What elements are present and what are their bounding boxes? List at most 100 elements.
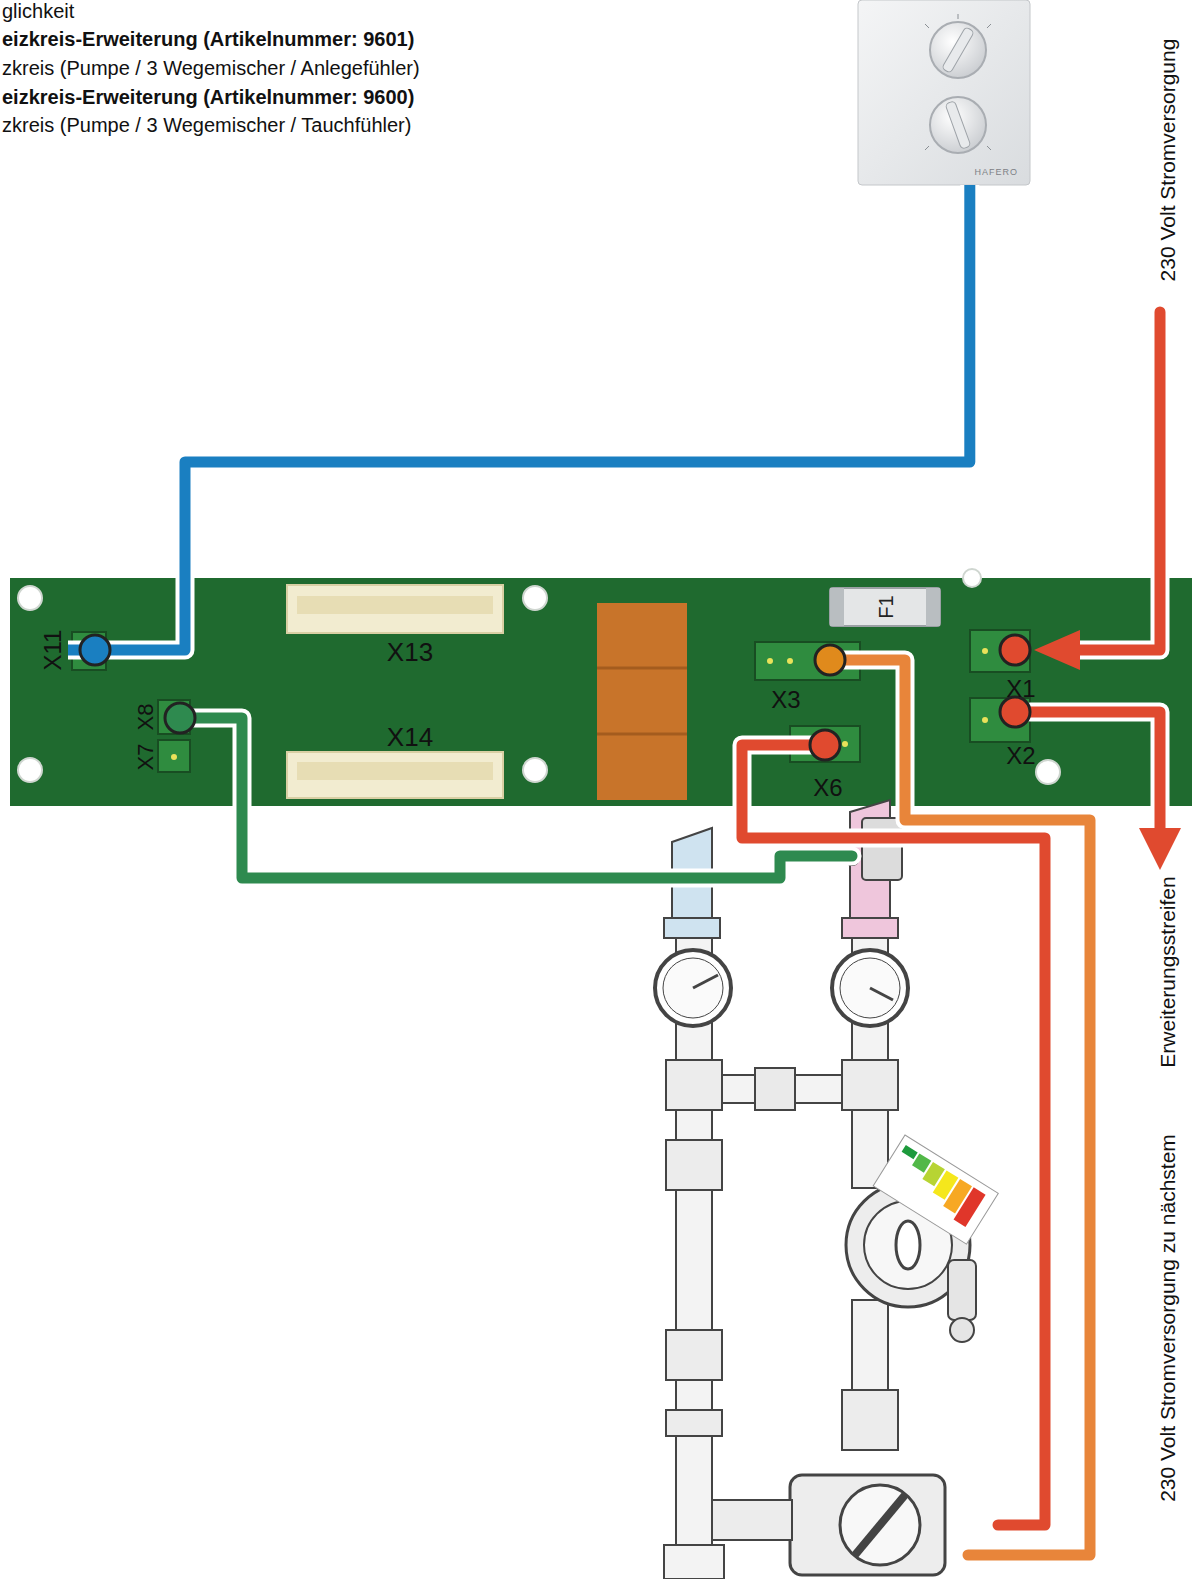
drawing-part <box>790 1475 945 1575</box>
drawing-part <box>987 24 991 28</box>
wire-note: 230 Volt Stromversorgung zu nächstem <box>1156 1134 1179 1502</box>
drawing-part <box>842 1390 898 1450</box>
drawing-part <box>663 958 723 1018</box>
drawing-part <box>597 667 687 670</box>
wires <box>180 312 1181 1555</box>
drawing-part <box>18 586 42 610</box>
wire-note: 230 Volt Stromversorgung <box>1156 39 1179 282</box>
drawing-part <box>925 146 929 150</box>
drawing-part <box>954 1187 986 1227</box>
drawing-part <box>287 752 503 798</box>
drawing-part <box>297 762 493 780</box>
drawing-part <box>742 745 1045 1525</box>
drawing-part <box>666 1410 722 1436</box>
drawing-part <box>852 1300 888 1390</box>
connector-terminal: X11 <box>38 624 68 676</box>
drawing-part <box>742 745 1045 1525</box>
drawing-part <box>1078 312 1160 650</box>
connector-label: X11 <box>39 630 67 671</box>
drawing-part <box>815 645 845 675</box>
drawing-part <box>858 0 1030 185</box>
part-label: X13 <box>387 638 433 667</box>
drawing-part <box>855 1495 905 1555</box>
drawing-part <box>830 588 844 626</box>
drawing-part <box>664 1545 724 1579</box>
drawing-part <box>902 1145 918 1159</box>
drawing-part <box>942 27 975 74</box>
part-label: X6 <box>813 775 842 801</box>
drawing-part <box>666 1330 722 1380</box>
heading-text: glichkeit <box>2 0 74 22</box>
drawing-part <box>676 938 712 1548</box>
drawing-part <box>1139 828 1181 870</box>
drawing-part <box>712 1500 792 1540</box>
part-label: X7 <box>134 744 158 771</box>
drawing-part <box>873 1135 998 1244</box>
heading-text: zkreis (Pumpe / 3 Wegemischer / Tauchfüh… <box>2 114 411 136</box>
drawing-part <box>926 588 940 626</box>
drawing-part <box>930 22 986 78</box>
drawing-part <box>666 1140 722 1190</box>
drawing-part <box>925 14 991 150</box>
drawing-part <box>945 101 971 150</box>
drawing-part <box>767 658 773 664</box>
room-thermostat <box>858 0 1030 185</box>
drawing-part <box>666 1060 722 1110</box>
part-label: X8 <box>134 704 158 731</box>
drawing-part <box>664 918 720 938</box>
drawing-part <box>842 918 898 938</box>
drawing-part <box>1036 760 1060 784</box>
drawing-part <box>987 146 991 150</box>
wire-note: Erweiterungsstreifen <box>1156 876 1179 1067</box>
drawing-part <box>950 1318 974 1342</box>
drawing-part <box>970 698 1030 742</box>
drawing-part <box>655 950 731 1026</box>
heading-text: zkreis (Pumpe / 3 Wegemischer / Anlegefü… <box>2 57 420 79</box>
drawing-part <box>982 648 988 654</box>
drawing-part <box>1078 312 1160 650</box>
drawing-part <box>80 635 110 665</box>
drawing-part <box>896 1221 920 1269</box>
drawing-part <box>840 958 900 1018</box>
drawing-part <box>523 586 547 610</box>
drawing-part <box>870 988 893 1000</box>
drawing-part <box>832 950 908 1026</box>
drawing-part <box>840 660 1090 1555</box>
drawing-part <box>287 585 503 633</box>
drawing-part <box>982 717 988 723</box>
drawing-part <box>18 758 42 782</box>
drawing-part <box>925 24 929 28</box>
drawing-part <box>970 630 1030 672</box>
part-label: X14 <box>387 723 433 752</box>
drawing-part <box>963 569 981 587</box>
drawing-part <box>830 588 940 626</box>
part-label: F1 <box>875 595 897 618</box>
drawing-part <box>1034 630 1080 670</box>
drawing-part <box>755 1068 795 1110</box>
drawing-part <box>80 635 1030 760</box>
drawing-part <box>171 754 177 760</box>
drawing-part <box>862 818 902 880</box>
drawing-part <box>842 741 848 747</box>
drawing-part <box>693 975 718 988</box>
energy-label <box>873 1135 998 1244</box>
drawing-part <box>840 1485 920 1565</box>
brand-name: HAFERO <box>974 167 1018 177</box>
heading-text: eizkreis-Erweiterung (Artikelnummer: 960… <box>2 86 414 108</box>
part-label: X2 <box>1006 743 1035 769</box>
thermostat-box: HAFERO <box>858 0 1030 185</box>
drawing-part <box>1000 635 1030 665</box>
drawing-part <box>930 97 986 153</box>
drawing-part <box>158 740 190 772</box>
drawing-part <box>842 1060 898 1110</box>
part-label: X1 <box>1006 676 1035 702</box>
drawing-part <box>297 596 493 614</box>
drawing-part <box>948 1260 976 1320</box>
drawing-part <box>180 312 1160 1555</box>
signal-wire <box>68 185 970 650</box>
part-label: X3 <box>771 687 800 713</box>
drawing-part <box>755 642 860 680</box>
